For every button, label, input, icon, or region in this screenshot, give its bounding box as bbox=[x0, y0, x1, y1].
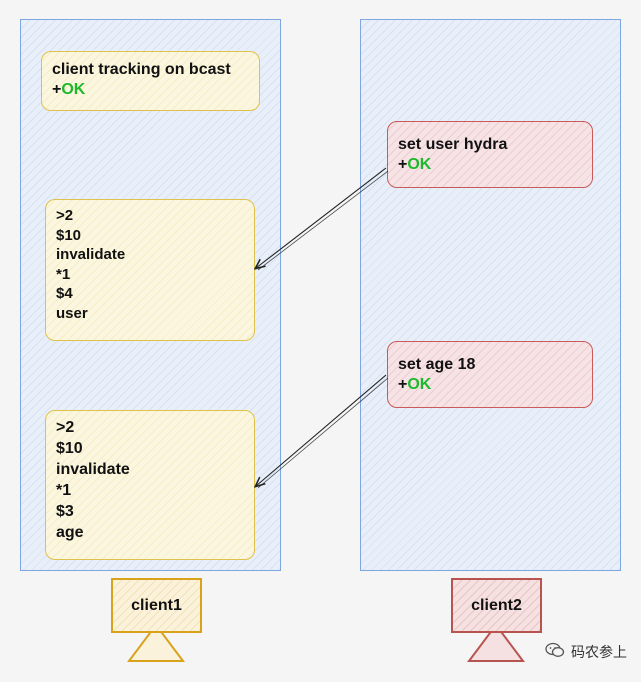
invalidate-arrow-user bbox=[256, 167, 389, 271]
client2-label: client2 bbox=[471, 596, 522, 614]
watermark: 码农参上 bbox=[545, 642, 627, 662]
client2-monitor: client2 bbox=[451, 578, 542, 633]
client1-label: client1 bbox=[131, 596, 182, 614]
push-line: $10 bbox=[56, 226, 82, 244]
push-line: invalidate bbox=[56, 461, 130, 478]
set-age-command-box: set age 18 +OK bbox=[387, 341, 593, 408]
push-line: >2 bbox=[56, 419, 75, 436]
client2-monitor-stand bbox=[467, 623, 525, 662]
watermark-text: 码农参上 bbox=[571, 645, 627, 661]
client1-monitor: client1 bbox=[111, 578, 202, 633]
push-line: $10 bbox=[56, 440, 83, 457]
set-user-command-text: set user hydra bbox=[398, 136, 508, 153]
tracking-command-box: client tracking on bcast +OK bbox=[41, 51, 260, 111]
push-line: invalidate bbox=[56, 246, 126, 263]
invalidate-arrow-age bbox=[256, 374, 389, 489]
tracking-reply-prefix: + bbox=[52, 81, 62, 98]
push-line: >2 bbox=[56, 207, 74, 224]
push-line: age bbox=[56, 524, 84, 541]
client2-panel bbox=[360, 19, 621, 571]
push-line: $4 bbox=[56, 285, 73, 302]
invalidate-push-age: >2 $10 invalidate *1 $3 age bbox=[45, 410, 255, 560]
set-user-reply-prefix: + bbox=[398, 156, 408, 173]
set-age-reply-prefix: + bbox=[398, 376, 408, 393]
tracking-reply-ok: OK bbox=[61, 81, 86, 98]
push-line: $3 bbox=[56, 503, 74, 520]
set-user-command-box: set user hydra +OK bbox=[387, 121, 593, 188]
wechat-icon bbox=[545, 642, 565, 662]
push-line: *1 bbox=[56, 265, 71, 283]
push-line: *1 bbox=[56, 482, 72, 499]
push-line: user bbox=[56, 304, 88, 322]
invalidate-push-user: >2 $10 invalidate *1 $4 user bbox=[45, 199, 255, 341]
tracking-command-text: client tracking on bcast bbox=[52, 61, 231, 78]
set-age-command-text: set age 18 bbox=[398, 356, 476, 373]
set-user-reply-ok: OK bbox=[407, 156, 432, 173]
set-age-reply-ok: OK bbox=[407, 376, 432, 393]
